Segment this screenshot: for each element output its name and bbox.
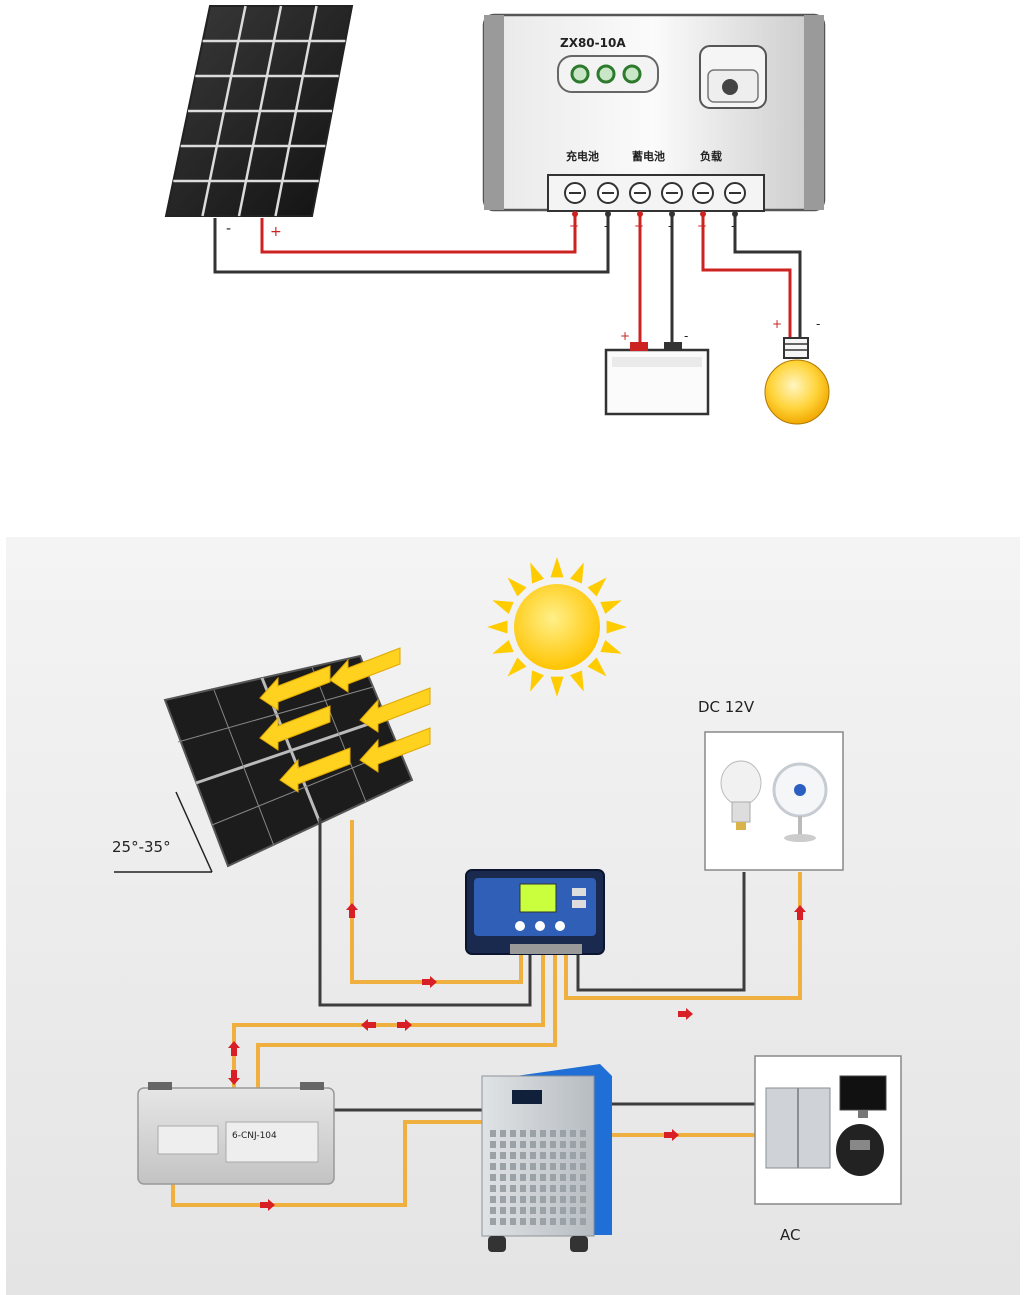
battery-minus-label: -: [684, 329, 688, 343]
led-bulb-icon: [720, 760, 762, 830]
ac-label: AC: [780, 1226, 800, 1244]
bottom-system-diagram: 25°-35° DC 12V: [6, 537, 1020, 1295]
indicator-led-2: [596, 64, 616, 84]
bottom-battery: 6-CNJ-104: [137, 1082, 335, 1185]
indicator-led-1: [570, 64, 590, 84]
top-light-bulb: + -: [764, 317, 830, 425]
panel-plus-label: +: [270, 224, 282, 240]
inverter: [481, 1064, 612, 1252]
term4-polarity: -: [668, 219, 672, 233]
tilt-angle-indicator: 25°-35°: [112, 791, 213, 873]
bottom-charge-controller: [465, 869, 605, 955]
bottom-wires: [171, 818, 802, 1207]
terminal-label-load: 负载: [700, 149, 722, 163]
refrigerator-icon: [765, 1087, 831, 1169]
dc-load-box: DC 12V: [698, 698, 844, 871]
setting-button: [722, 79, 738, 95]
terminal-label-battery: 蓄电池: [632, 149, 665, 163]
top-wires: [213, 214, 802, 346]
controller-model-label: ZX80-10A: [560, 36, 626, 50]
terminal-label-solar: 充电池: [566, 149, 599, 163]
indicator-led-3: [622, 64, 642, 84]
panel-minus-label: -: [226, 221, 231, 237]
lamp-plus-label: +: [772, 317, 782, 331]
fan-icon: [772, 762, 828, 842]
top-battery: + -: [604, 329, 710, 416]
term2-polarity: -: [604, 219, 608, 233]
top-solar-panel: [164, 5, 354, 217]
sunlight-arrows: [259, 647, 431, 793]
sun-icon: [487, 557, 627, 697]
dc-label: DC 12V: [698, 698, 755, 716]
term3-polarity: +: [634, 219, 644, 233]
battery-plus-label: +: [620, 329, 630, 343]
top-charge-controller: ZX80-10A 充电池 蓄电池 负载: [482, 13, 826, 217]
lamp-minus-label: -: [816, 317, 820, 331]
ac-load-box: AC: [754, 1055, 902, 1244]
monitor-icon: [839, 1075, 887, 1118]
term5-polarity: +: [697, 219, 707, 233]
flow-arrows: [228, 903, 806, 1211]
rice-cooker-icon: [836, 1124, 884, 1176]
battery-model-label: 6-CNJ-104: [232, 1131, 277, 1141]
top-wiring-diagram: ZX80-10A 充电池 蓄电池 负载 - + + - +: [164, 5, 830, 425]
tilt-angle-label: 25°-35°: [112, 838, 171, 856]
term1-polarity: +: [569, 219, 579, 233]
bottom-solar-panel: [163, 654, 414, 868]
term6-polarity: -: [731, 219, 735, 233]
